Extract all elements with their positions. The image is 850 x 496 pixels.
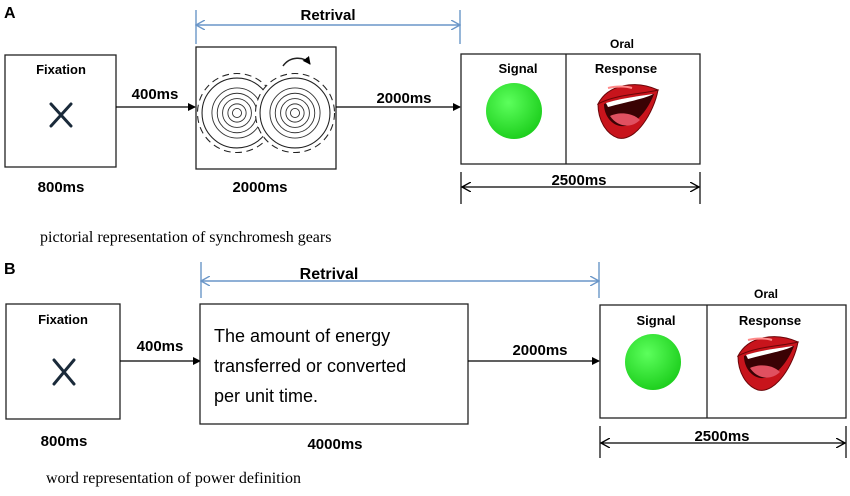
retrieval-label: Retrival bbox=[300, 7, 355, 24]
signal-label: Signal bbox=[636, 313, 675, 328]
stimulus-box bbox=[199, 303, 469, 425]
signal-label: Signal bbox=[498, 61, 537, 76]
response-duration: 2500ms bbox=[551, 172, 606, 189]
response-duration: 2500ms bbox=[694, 428, 749, 445]
stimulus-line-2: transferred or converted bbox=[214, 356, 406, 376]
stimulus-duration: 4000ms bbox=[307, 436, 362, 453]
stimulus-line-3: per unit time. bbox=[214, 386, 318, 406]
gap1-label: 400ms bbox=[137, 338, 184, 355]
response-label: Response bbox=[739, 313, 801, 328]
gap2-label: 2000ms bbox=[512, 342, 567, 359]
panel-a: A Retrival Fixation 800ms 400ms 2000ms 2… bbox=[4, 5, 701, 246]
fixation-duration: 800ms bbox=[38, 179, 85, 196]
panel-b-caption: word representation of power definition bbox=[46, 470, 301, 487]
gears-icon bbox=[196, 56, 336, 154]
retrieval-label: Retrival bbox=[300, 266, 359, 283]
gap1-label: 400ms bbox=[132, 86, 179, 103]
fixation-cross-icon bbox=[49, 102, 73, 128]
fixation-cross-icon bbox=[52, 358, 76, 386]
fixation-label: Fixation bbox=[36, 62, 86, 77]
fixation-box bbox=[5, 303, 121, 420]
panel-b: B Retrival Fixation 800ms 400ms The amou… bbox=[4, 261, 847, 487]
panel-b-label: B bbox=[4, 261, 16, 278]
panel-a-label: A bbox=[4, 5, 16, 22]
oral-label: Oral bbox=[610, 37, 634, 51]
fixation-box bbox=[4, 54, 117, 168]
gap2-label: 2000ms bbox=[376, 90, 431, 107]
green-signal-icon bbox=[625, 334, 681, 390]
fixation-duration: 800ms bbox=[41, 433, 88, 450]
green-signal-icon bbox=[486, 83, 542, 139]
panel-a-caption: pictorial representation of synchromesh … bbox=[40, 229, 331, 246]
oral-label: Oral bbox=[754, 287, 778, 301]
stimulus-duration: 2000ms bbox=[232, 179, 287, 196]
response-label: Response bbox=[595, 61, 657, 76]
stimulus-line-1: The amount of energy bbox=[214, 326, 390, 346]
fixation-label: Fixation bbox=[38, 312, 88, 327]
